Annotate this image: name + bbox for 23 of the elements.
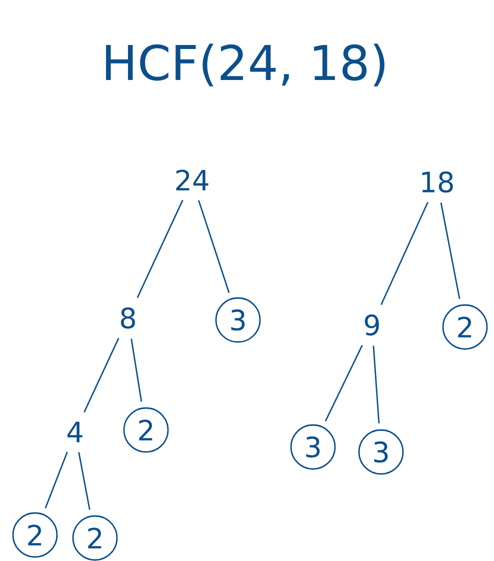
circled-number: 3 xyxy=(290,424,336,470)
branch-line xyxy=(44,452,68,508)
circled-number: 3 xyxy=(358,429,404,475)
circled-number: 2 xyxy=(72,515,118,561)
branch-line xyxy=(136,200,184,298)
number: 18 xyxy=(422,171,453,193)
number: 4 xyxy=(67,422,82,442)
circled-number: 2 xyxy=(123,407,169,453)
branch-line xyxy=(380,202,428,306)
branch-line xyxy=(130,338,142,402)
circled-number: 2 xyxy=(12,512,58,558)
title: HCF(24, 18) xyxy=(106,44,384,86)
number: 8 xyxy=(121,307,135,329)
branch-line xyxy=(324,344,363,422)
branch-line xyxy=(84,338,120,412)
circled-number: 2 xyxy=(442,304,488,350)
number: 9 xyxy=(364,314,379,336)
branch-line xyxy=(372,346,380,424)
number: 24 xyxy=(176,170,208,190)
circled-number: 3 xyxy=(215,297,261,343)
branch-line xyxy=(78,452,90,510)
branch-line xyxy=(198,200,230,293)
branch-line xyxy=(440,202,460,299)
